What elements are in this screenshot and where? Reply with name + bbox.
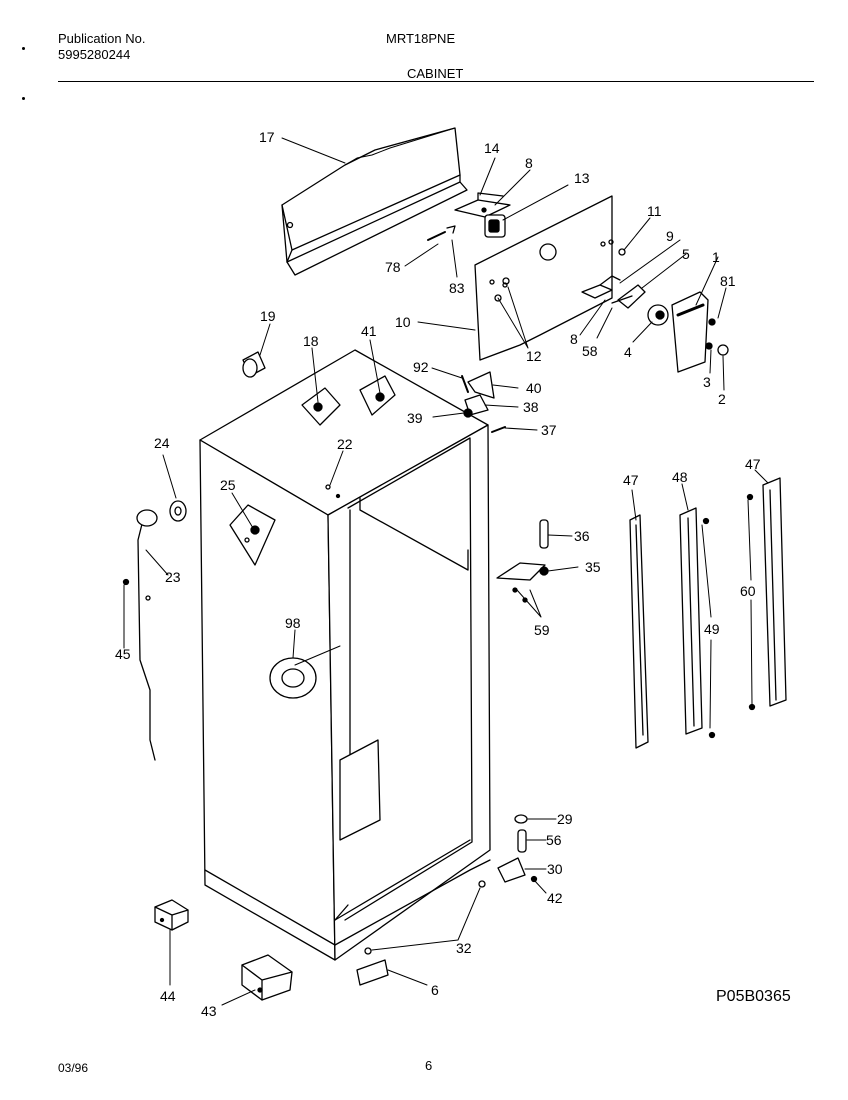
- leader-lines: [123, 137, 769, 1006]
- callout-37: 37: [541, 422, 557, 438]
- callout-36: 36: [574, 528, 590, 544]
- part-5-fan-blade: [611, 284, 646, 309]
- callout-8: 8: [525, 155, 533, 171]
- callout-23: 23: [165, 569, 181, 585]
- callout-78: 78: [385, 259, 401, 275]
- callout-38: 38: [523, 399, 539, 415]
- callout-24: 24: [154, 435, 170, 451]
- part-29-washer: [514, 814, 528, 824]
- callout-47: 47: [623, 472, 639, 488]
- callout-81: 81: [720, 273, 736, 289]
- header-rule: [58, 81, 814, 82]
- callout-9: 9: [666, 228, 674, 244]
- part-10-back-panel: [474, 195, 614, 361]
- callout-25: 25: [220, 477, 236, 493]
- callout-56: 56: [546, 832, 562, 848]
- cabinet-body: [199, 349, 491, 961]
- callout-8: 8: [570, 331, 578, 347]
- part-47-trim-right: [746, 477, 787, 711]
- section-title: CABINET: [407, 66, 464, 81]
- callout-30: 30: [547, 861, 563, 877]
- callout-1: 1: [712, 249, 720, 265]
- part-56-leveler: [517, 829, 527, 853]
- footer-date: 03/96: [58, 1061, 89, 1075]
- callout-labels: 1 2 3 4 5 6 8 8 9 10 11 12 13 14 17 18 1…: [115, 129, 761, 1019]
- callout-42: 42: [547, 890, 563, 906]
- part-44-block: [154, 899, 189, 931]
- callout-59: 59: [534, 622, 550, 638]
- part-14-bracket: [454, 192, 511, 238]
- part-30-bracket: [497, 857, 538, 883]
- callout-83: 83: [449, 280, 465, 296]
- callout-22: 22: [337, 436, 353, 452]
- callout-49: 49: [704, 621, 720, 637]
- callout-4: 4: [624, 344, 632, 360]
- callout-44: 44: [160, 988, 176, 1004]
- callout-40: 40: [526, 380, 542, 396]
- callout-12: 12: [526, 348, 542, 364]
- part-40-hinge-cover: [461, 371, 506, 433]
- callout-47: 47: [745, 456, 761, 472]
- callout-13: 13: [574, 170, 590, 186]
- callout-11: 11: [647, 203, 662, 219]
- page-number: 6: [425, 1058, 433, 1073]
- part-78-screw: [427, 225, 456, 241]
- publication-label: Publication No.: [58, 31, 146, 46]
- drawing-code: P05B0365: [716, 988, 791, 1005]
- callout-98: 98: [285, 615, 301, 631]
- callout-29: 29: [557, 811, 573, 827]
- callout-58: 58: [582, 343, 598, 359]
- part-25-plate: [229, 504, 276, 566]
- callout-41: 41: [361, 323, 377, 339]
- callout-2: 2: [718, 391, 726, 407]
- callout-35: 35: [585, 559, 601, 575]
- part-19-cap: [242, 351, 266, 378]
- part-6-clip: [356, 959, 389, 986]
- part-23-rod: [122, 500, 187, 761]
- callout-19: 19: [260, 308, 276, 324]
- callout-5: 5: [682, 246, 690, 262]
- callout-45: 45: [115, 646, 131, 662]
- model-number: MRT18PNE: [386, 31, 456, 46]
- part-47-trim-left: [629, 514, 649, 749]
- callout-39: 39: [407, 410, 423, 426]
- callout-60: 60: [740, 583, 756, 599]
- part-1-shroud: [671, 291, 729, 373]
- part-98-ring: [269, 657, 317, 699]
- margin-dot: [22, 97, 25, 100]
- part-32-plug: [364, 880, 486, 955]
- callout-10: 10: [395, 314, 411, 330]
- part-35-hinge: [496, 562, 549, 603]
- callout-43: 43: [201, 1003, 217, 1019]
- callout-48: 48: [672, 469, 688, 485]
- callout-18: 18: [303, 333, 319, 349]
- part-4-fan-motor: [647, 304, 669, 326]
- callout-92: 92: [413, 359, 429, 375]
- callout-3: 3: [703, 374, 711, 390]
- margin-dot: [22, 47, 25, 50]
- callout-6: 6: [431, 982, 439, 998]
- part-48-trim: [679, 507, 716, 739]
- part-17-top-cover: [281, 127, 468, 276]
- part-43-leg: [241, 954, 293, 1001]
- part-36-pin: [539, 519, 549, 549]
- callout-14: 14: [484, 140, 500, 156]
- part-9-fan-motor-bracket: [581, 248, 626, 299]
- callout-32: 32: [456, 940, 472, 956]
- callout-17: 17: [259, 129, 275, 145]
- part-41-bracket: [359, 375, 396, 416]
- publication-number: 5995280244: [58, 47, 131, 62]
